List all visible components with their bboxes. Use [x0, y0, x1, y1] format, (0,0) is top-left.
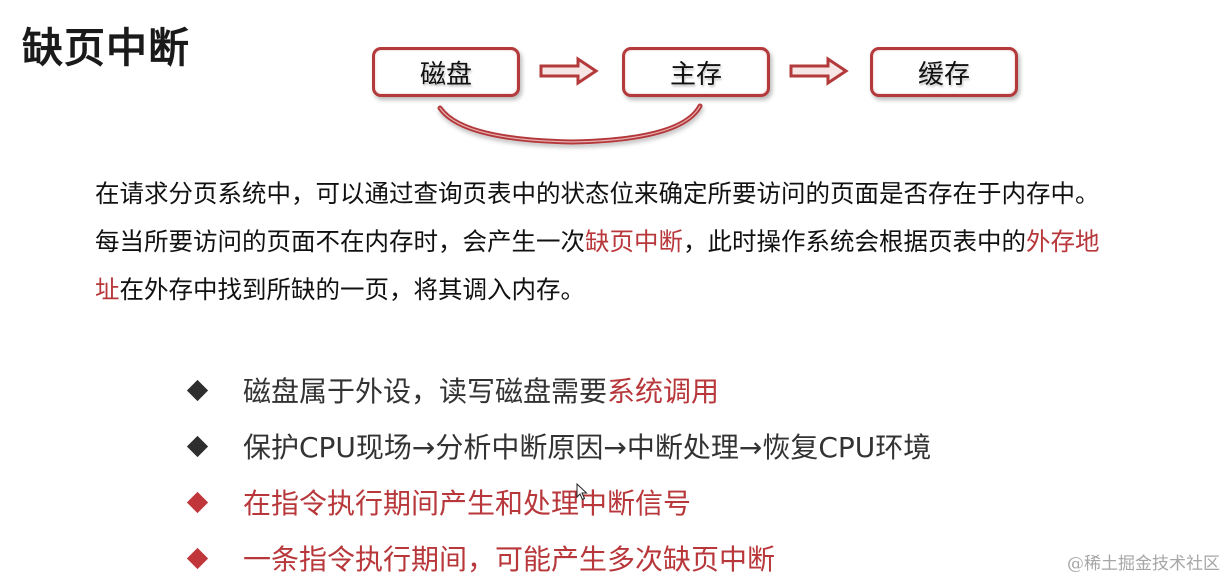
right-arrow-icon — [539, 56, 599, 86]
curved-connector-icon — [437, 103, 703, 145]
box-cache-label: 缓存 — [917, 59, 970, 90]
paragraph-line-2: 每当所要访问的页面不在内存时，会产生一次缺页中断，此时操作系统会根据页表中的外存… — [95, 218, 1225, 266]
highlight-external-address: 外存地 — [1026, 227, 1100, 256]
bullet-text: 在指令执行期间产生和处理中断信号 — [243, 487, 692, 520]
mouse-cursor-icon — [576, 483, 588, 501]
diamond-bullet-icon — [186, 435, 209, 457]
box-main-memory-label: 主存 — [669, 59, 722, 90]
bullet-text: 保护CPU现场→分析中断原因→中断处理→恢复CPU环境 — [243, 431, 932, 464]
paragraph-line-1: 在请求分页系统中，可以通过查询页表中的状态位来确定所要访问的页面是否存在于内存中… — [95, 170, 1225, 218]
bullet-item: 磁盘属于外设，读写磁盘需要系统调用 — [186, 362, 931, 418]
description-paragraph: 在请求分页系统中，可以通过查询页表中的状态位来确定所要访问的页面是否存在于内存中… — [95, 170, 1225, 314]
box-cache: 缓存 — [870, 47, 1018, 97]
slide-title: 缺页中断 — [22, 24, 190, 72]
bullet-item: 保护CPU现场→分析中断原因→中断处理→恢复CPU环境 — [186, 418, 931, 474]
bullet-text: 一条指令执行期间，可能产生多次缺页中断 — [243, 543, 776, 576]
box-main-memory: 主存 — [622, 47, 770, 97]
highlight-external-address-cont: 址 — [95, 275, 120, 304]
paragraph-line-3: 址在外存中找到所缺的一页，将其调入内存。 — [95, 266, 1225, 314]
text: 在外存中找到所缺的一页，将其调入内存。 — [119, 275, 586, 304]
diamond-bullet-icon — [186, 491, 209, 513]
diamond-bullet-icon — [186, 379, 209, 401]
box-disk-label: 磁盘 — [419, 59, 472, 90]
watermark: @稀土掘金技术社区 — [1067, 554, 1220, 574]
bullet-item: 在指令执行期间产生和处理中断信号 — [186, 474, 931, 530]
highlight-page-fault: 缺页中断 — [585, 227, 683, 256]
highlight-system-call: 系统调用 — [607, 375, 720, 408]
box-disk: 磁盘 — [372, 47, 520, 97]
text: 每当所要访问的页面不在内存时，会产生一次 — [95, 227, 585, 256]
bullet-text: 磁盘属于外设，读写磁盘需要 — [243, 375, 608, 408]
text: 在请求分页系统中，可以通过查询页表中的状态位来确定所要访问的页面是否存在于内存中… — [95, 179, 1100, 208]
diamond-bullet-icon — [186, 547, 209, 569]
bullet-item: 一条指令执行期间，可能产生多次缺页中断 — [186, 530, 931, 586]
text: ，此时操作系统会根据页表中的 — [683, 227, 1026, 256]
bullet-list: 磁盘属于外设，读写磁盘需要系统调用 保护CPU现场→分析中断原因→中断处理→恢复… — [186, 362, 931, 586]
right-arrow-icon — [789, 56, 849, 86]
